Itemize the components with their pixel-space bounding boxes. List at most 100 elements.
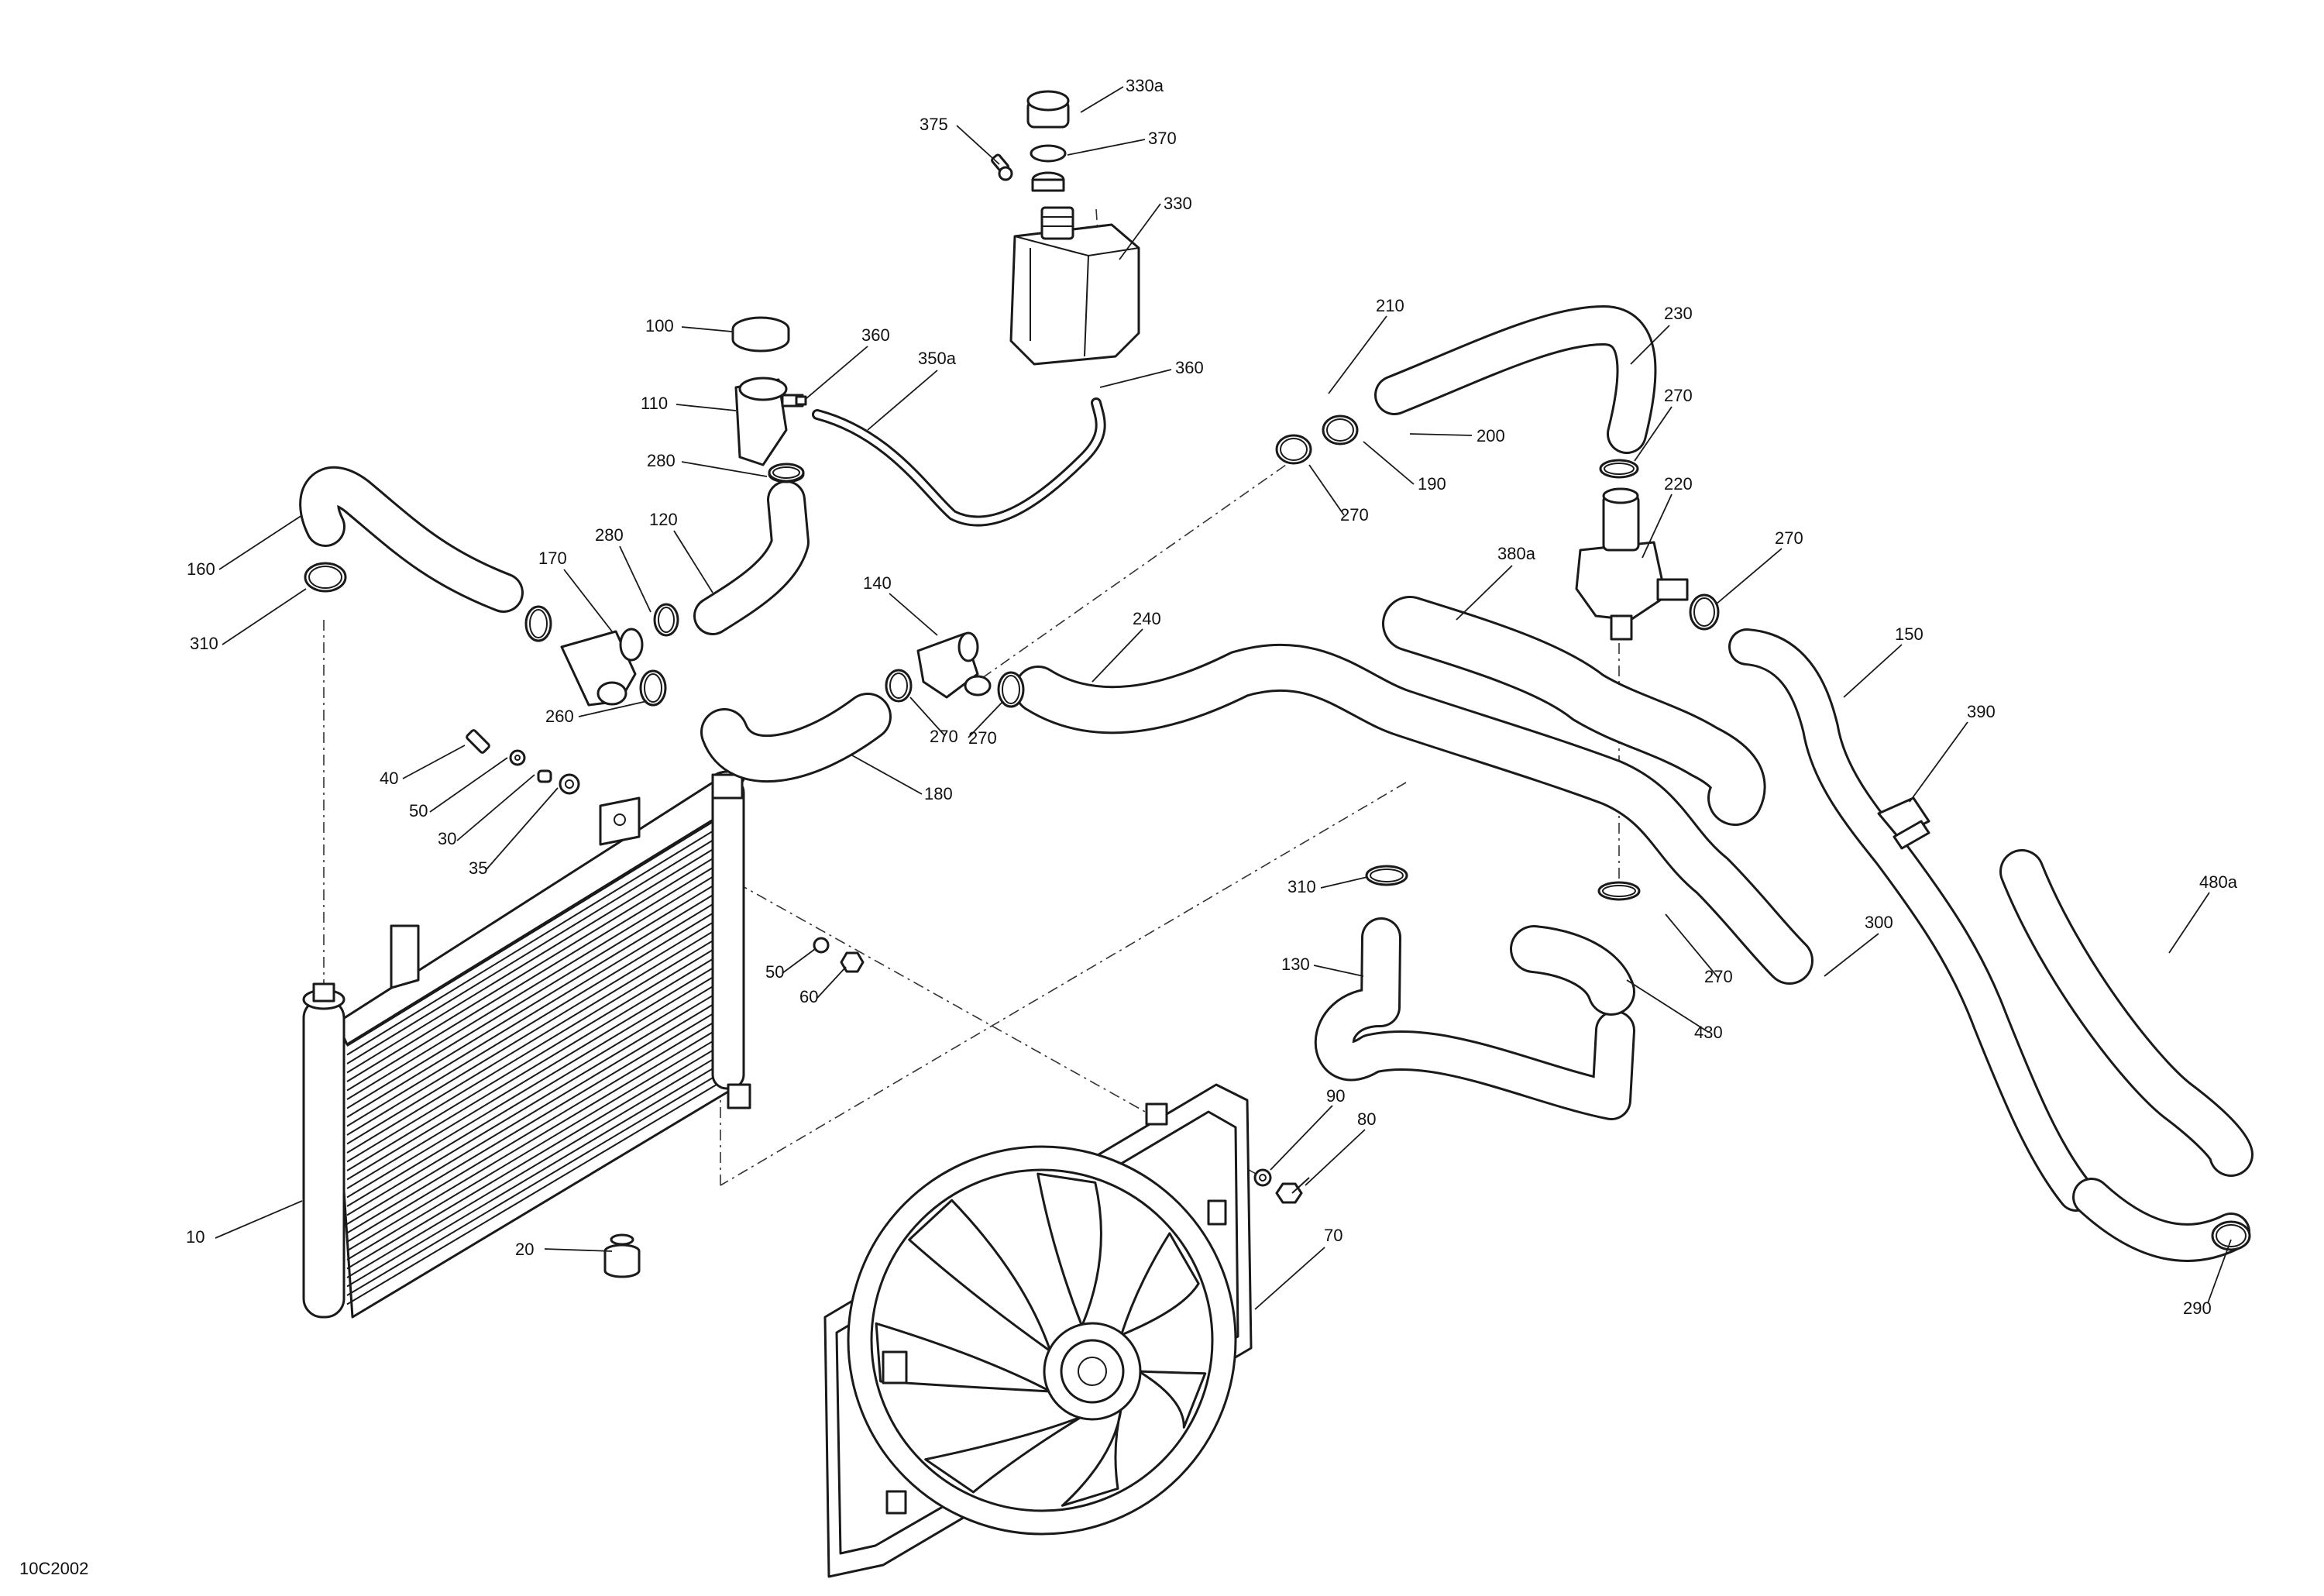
callout-280: 280: [647, 451, 676, 470]
callout-90: 90: [1326, 1086, 1345, 1106]
radiator-fin: [346, 986, 727, 1216]
callout-390: 390: [1967, 702, 1996, 721]
hose-480a-lower: [2072, 1178, 2250, 1262]
fan-blade: [1137, 1370, 1207, 1429]
expansion-tank: [1009, 206, 1140, 366]
radiator-fin: [346, 1059, 727, 1288]
callout-leaders: [215, 86, 2232, 1310]
callout-leader: [681, 326, 733, 332]
callout-leader: [1067, 139, 1146, 156]
radiator-fin: [346, 996, 727, 1225]
callout-130: 130: [1281, 955, 1310, 974]
clamp-310-upper-inner: [308, 566, 342, 589]
t-connector-170: [560, 628, 644, 707]
callout-leader: [1626, 979, 1709, 1033]
clamp-270-upper-left-inner: [1280, 438, 1308, 461]
hose-380a: [1382, 596, 1766, 826]
callout-leader: [782, 948, 816, 974]
tank-screw: [991, 153, 1013, 181]
radiator-fin: [346, 831, 727, 1065]
callout-leader: [218, 514, 303, 570]
callout-leader: [1270, 1105, 1333, 1171]
hose-180: [700, 693, 892, 783]
callout-leader: [673, 530, 713, 593]
callout-leader: [578, 700, 648, 717]
callout-260: 260: [545, 707, 574, 726]
callout-leader: [619, 545, 651, 613]
fan-shroud: [823, 1083, 1253, 1578]
clamp-270-thermostat-side-inner: [1693, 597, 1715, 627]
callout-leader: [1119, 203, 1161, 260]
callout-leader: [1456, 565, 1513, 621]
radiator: [302, 770, 751, 1319]
callout-290: 290: [2183, 1298, 2212, 1318]
callout-leader: [222, 588, 307, 645]
callout-120: 120: [649, 510, 678, 529]
callout-10: 10: [186, 1227, 205, 1247]
clamp-270-140-inner: [889, 672, 908, 699]
clamp-270-upper-left: [1275, 434, 1312, 465]
hose-350a: [812, 397, 1106, 527]
radiator-fin: [346, 931, 727, 1163]
hose-120-body: [696, 483, 807, 633]
callout-280: 280: [595, 525, 624, 545]
callout-230: 230: [1664, 304, 1693, 323]
radiator-fins: [346, 813, 727, 1305]
radiator-fin: [346, 941, 727, 1171]
callout-270: 270: [1664, 386, 1693, 405]
clamp-310-lower-inner: [1370, 869, 1404, 882]
callout-350a: 350a: [918, 349, 957, 368]
radiator-fin: [346, 1068, 727, 1296]
radiator-fin: [346, 904, 727, 1136]
callout-20: 20: [515, 1240, 534, 1259]
radiator-hardware: [466, 729, 865, 973]
radiator-fin: [346, 968, 727, 1199]
callout-375: 375: [920, 115, 948, 134]
callout-leader: [889, 593, 938, 636]
callout-300: 300: [1865, 913, 1893, 932]
hose-240: [1014, 643, 1813, 985]
clamp-290-inner: [2216, 1224, 2247, 1247]
callout-leader: [851, 755, 923, 795]
callout-330a: 330a: [1126, 76, 1164, 95]
callout-leader: [1630, 325, 1670, 365]
clamp-270-240-inner: [1002, 675, 1020, 704]
radiator-cap: [731, 316, 790, 353]
hose-130: [1314, 917, 1635, 1120]
callout-leader: [956, 125, 1000, 165]
radiator-fin: [346, 876, 727, 1109]
radiator-fin: [346, 849, 727, 1082]
fan-fasteners: [1253, 1168, 1310, 1204]
rubber-mount: [603, 1233, 641, 1278]
thermostat-housing: [1575, 487, 1689, 641]
callout-30: 30: [438, 829, 456, 848]
radiator-fin: [346, 867, 727, 1100]
fan-blade: [1061, 1406, 1122, 1507]
callout-leader: [563, 569, 613, 632]
callout-leader: [2207, 1239, 2232, 1304]
callout-270: 270: [1340, 505, 1369, 525]
callout-180: 180: [924, 784, 953, 803]
hose-120: [693, 480, 810, 635]
callout-leader: [1843, 644, 1903, 698]
coolant-hoses: [299, 305, 2254, 1262]
callout-leader: [456, 774, 535, 841]
callout-leader: [402, 745, 466, 779]
callout-100: 100: [645, 316, 674, 335]
callout-270: 270: [1775, 528, 1803, 548]
hose-350a-outline: [812, 397, 1106, 527]
radiator-fin: [346, 821, 727, 1056]
hose-160: [299, 466, 524, 613]
callout-leader: [429, 757, 508, 813]
callout-480a: 480a: [2199, 872, 2238, 892]
fan-blade: [875, 1322, 1052, 1393]
callout-360: 360: [1175, 358, 1204, 377]
radiator-fin: [346, 922, 727, 1154]
callout-leader: [1080, 86, 1124, 113]
callout-labels: 330a 375 370 330 100 360 350a 360 110 28…: [19, 76, 2238, 1578]
radiator-fin: [346, 1041, 727, 1270]
callout-380a: 380a: [1497, 544, 1536, 563]
callout-50: 50: [765, 962, 784, 982]
callout-310: 310: [1287, 877, 1316, 896]
callout-leader: [215, 1200, 303, 1239]
